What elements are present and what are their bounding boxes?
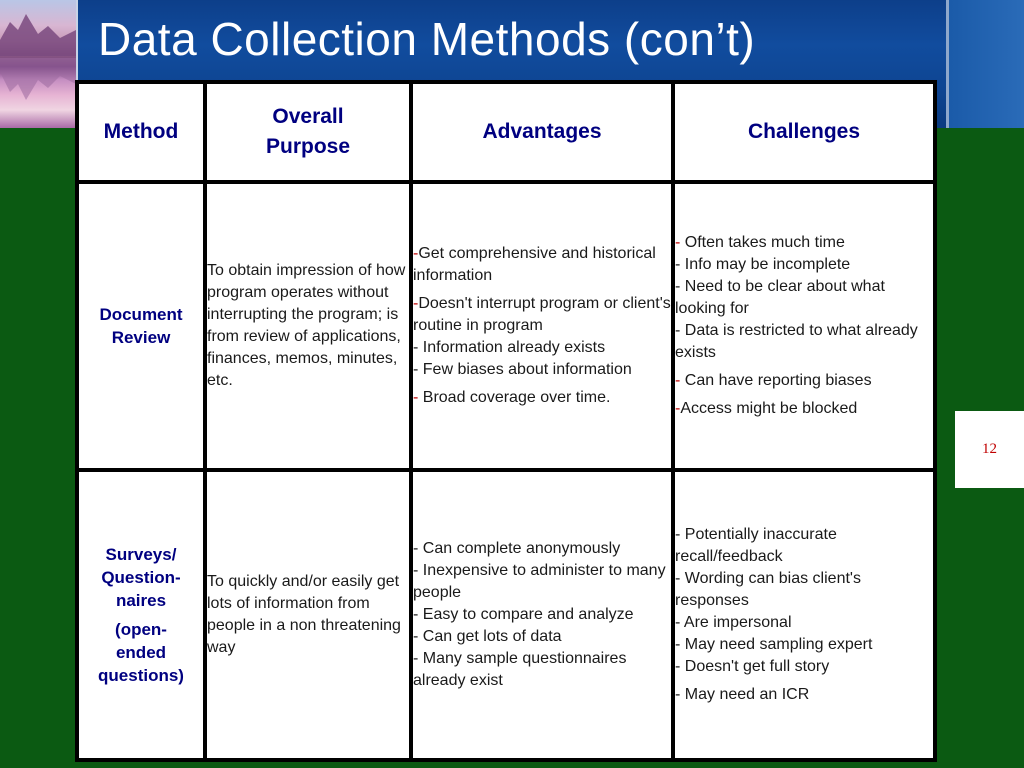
method-cell: Document Review — [75, 180, 207, 472]
challenge-item: Need to be clear about what looking for — [675, 278, 885, 317]
challenge-item: Often takes much time — [684, 234, 845, 251]
advantage-item: Broad coverage over time. — [422, 389, 611, 406]
method-line: Document — [99, 305, 183, 324]
advantage-item: Get comprehensive and historical informa… — [413, 245, 656, 284]
header-purpose: Overall Purpose — [203, 80, 413, 184]
method-line: (open- — [115, 620, 167, 639]
header-purpose-line2: Purpose — [265, 135, 351, 158]
purpose-text: To obtain impression of how program oper… — [207, 262, 406, 389]
challenge-item: Access might be blocked — [680, 400, 858, 417]
header-advantages: Advantages — [409, 80, 675, 184]
page-number-box: 12 — [955, 411, 1024, 488]
challenge-item: Wording can bias client's responses — [675, 570, 861, 609]
challenge-item: Doesn't get full story — [684, 658, 830, 675]
purpose-cell: To quickly and/or easily get lots of inf… — [203, 468, 413, 762]
method-line: naires — [115, 591, 167, 610]
advantage-item: Information already exists — [422, 339, 606, 356]
challenge-item: Are impersonal — [683, 614, 792, 631]
table-row: Document Review To obtain impression of … — [75, 180, 937, 472]
mountain-lake-photo — [0, 0, 78, 128]
advantages-cell: - Can complete anonymously - Inexpensive… — [409, 468, 675, 762]
advantages-cell: -Get comprehensive and historical inform… — [409, 180, 675, 472]
challenges-cell: - Potentially inaccurate recall/feedback… — [671, 468, 937, 762]
advantage-item: Easy to compare and analyze — [422, 606, 634, 623]
advantage-item: Can complete anonymously — [422, 540, 621, 557]
purpose-text: To quickly and/or easily get lots of inf… — [207, 573, 401, 656]
method-line: Review — [111, 328, 171, 347]
challenge-item: May need sampling expert — [684, 636, 873, 653]
page-number: 12 — [982, 441, 997, 457]
mountain-icon — [0, 14, 76, 100]
header-method: Method — [75, 80, 207, 184]
method-line: Question- — [101, 568, 181, 587]
challenge-item: Potentially inaccurate recall/feedback — [675, 526, 837, 565]
challenges-cell: - Often takes much time - Info may be in… — [671, 180, 937, 472]
slide-title: Data Collection Methods (con’t) — [98, 13, 756, 65]
advantage-item: Inexpensive to administer to many people — [413, 562, 666, 601]
challenge-item: Data is restricted to what already exist… — [675, 322, 918, 361]
advantage-item: Doesn't interrupt program or client's ro… — [413, 295, 671, 334]
challenge-item: Can have reporting biases — [684, 372, 872, 389]
methods-table: Method Overall Purpose Advantages Challe… — [75, 80, 937, 762]
table-row: Surveys/ Question- naires (open- ended q… — [75, 468, 937, 762]
advantage-item: Few biases about information — [422, 361, 632, 378]
method-line: questions) — [98, 666, 184, 685]
header-challenges: Challenges — [671, 80, 937, 184]
method-cell: Surveys/ Question- naires (open- ended q… — [75, 468, 207, 762]
table-header-row: Method Overall Purpose Advantages Challe… — [75, 80, 937, 184]
header-accent — [946, 0, 1024, 128]
header-purpose-line1: Overall — [272, 105, 344, 128]
method-line: ended — [115, 643, 167, 662]
purpose-cell: To obtain impression of how program oper… — [203, 180, 413, 472]
challenge-item: May need an ICR — [684, 686, 810, 703]
method-line: Surveys/ — [105, 545, 177, 564]
challenge-item: Info may be incomplete — [684, 256, 851, 273]
advantage-item: Can get lots of data — [422, 628, 562, 645]
advantage-item: Many sample questionnaires already exist — [413, 650, 627, 689]
